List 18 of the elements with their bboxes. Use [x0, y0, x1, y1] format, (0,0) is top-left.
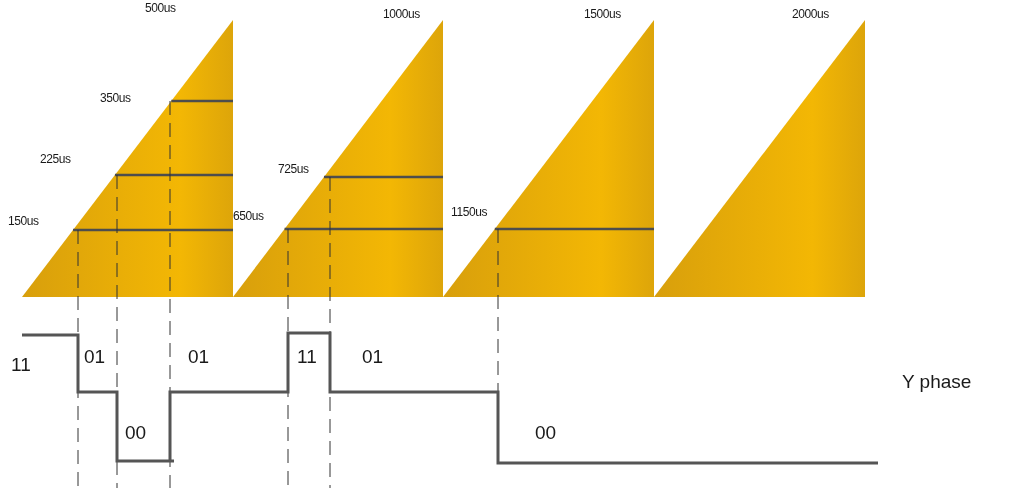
- time-label: 1150us: [451, 206, 488, 220]
- phase-code-label: 11: [297, 347, 317, 368]
- phase-code-label: 01: [362, 347, 384, 368]
- phase-code-label: 00: [535, 423, 557, 444]
- time-label: 1500us: [584, 8, 621, 22]
- signal-name-label: Y phase: [902, 372, 972, 393]
- time-label: 150us: [8, 215, 39, 229]
- time-label: 2000us: [792, 8, 829, 22]
- phase-code-label: 01: [188, 347, 210, 368]
- time-label: 500us: [145, 2, 176, 16]
- time-label: 725us: [278, 163, 309, 177]
- time-label: 225us: [40, 153, 71, 167]
- phase-code-label: 00: [125, 423, 147, 444]
- time-label: 350us: [100, 92, 131, 106]
- time-label: 1000us: [383, 8, 420, 22]
- time-label: 650us: [233, 210, 264, 224]
- phase-code-label: 11: [11, 355, 31, 376]
- phase-code-label: 01: [84, 347, 106, 368]
